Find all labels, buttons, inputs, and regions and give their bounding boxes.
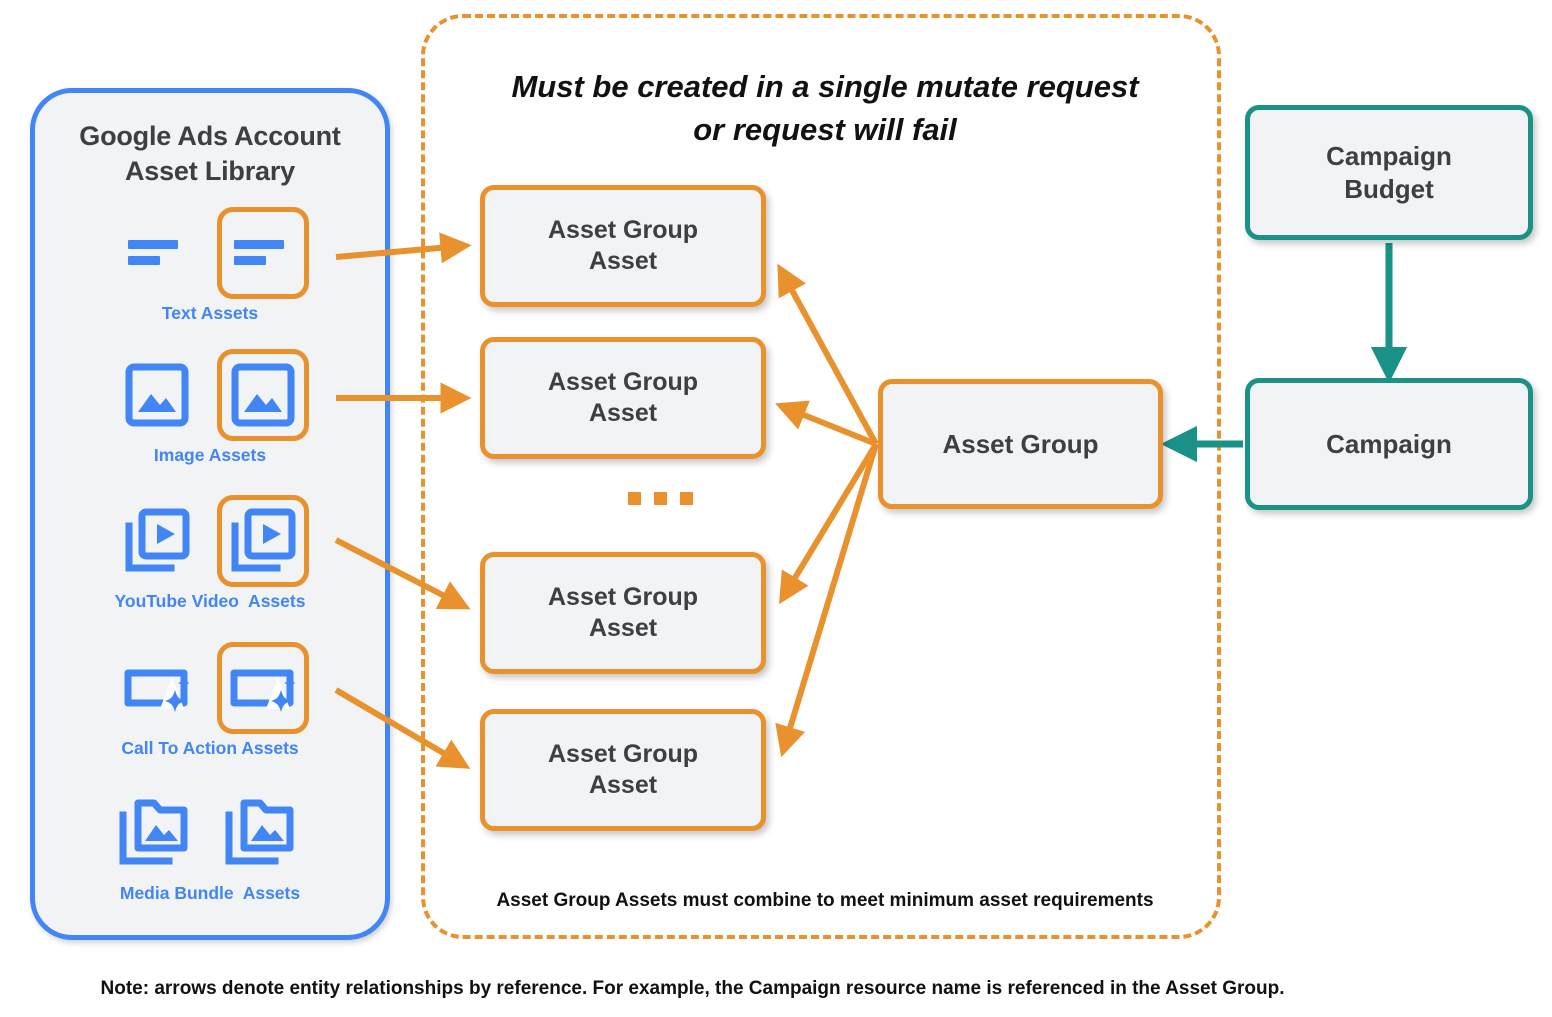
ellipsis-dot bbox=[628, 492, 641, 505]
asset-group-node[interactable]: Asset Group bbox=[878, 379, 1163, 509]
asset-row-image: Image Assets bbox=[35, 345, 385, 485]
campaign-budget-line1: Campaign bbox=[1326, 141, 1452, 171]
aga-3-line1: Asset Group bbox=[547, 582, 699, 611]
media-bundle-asset-icon[interactable] bbox=[217, 787, 309, 879]
ellipsis-dot bbox=[680, 492, 693, 505]
mutate-title-line2: or request will fail bbox=[693, 111, 957, 147]
aga-1-line2: Asset bbox=[588, 247, 658, 275]
mutate-container-footer: Asset Group Assets must combine to meet … bbox=[496, 890, 1154, 911]
asset-row-youtube-label: YouTube Video Assets bbox=[114, 591, 306, 611]
library-title-line2: Asset Library bbox=[125, 155, 295, 186]
asset-row-text-icons bbox=[35, 203, 385, 303]
aga-2-line2: Asset bbox=[588, 399, 658, 427]
text-asset-icon-plain bbox=[111, 207, 203, 299]
media-bundle-asset-icon-plain bbox=[111, 787, 203, 879]
diagram-note: Note: arrows denote entity relationships… bbox=[100, 978, 1285, 999]
youtube-video-asset-icon[interactable] bbox=[217, 495, 309, 587]
asset-row-text: Text Assets bbox=[35, 203, 385, 343]
call-to-action-asset-icon[interactable] bbox=[217, 642, 309, 734]
campaign-label: Campaign bbox=[1326, 428, 1452, 459]
asset-group-label: Asset Group bbox=[942, 428, 1099, 459]
aga-4-line2: Asset bbox=[588, 771, 658, 799]
asset-row-image-label: Image Assets bbox=[153, 445, 267, 465]
asset-library-title: Google Ads Account Asset Library bbox=[35, 119, 385, 188]
image-asset-icon-plain bbox=[111, 349, 203, 441]
asset-row-media-bundle-label: Media Bundle Assets bbox=[119, 883, 301, 903]
asset-row-youtube-icons bbox=[35, 491, 385, 591]
asset-row-media-bundle-icons bbox=[35, 783, 385, 883]
asset-row-cta: Call To Action Assets bbox=[35, 638, 385, 778]
aga-1-line1: Asset Group bbox=[547, 215, 699, 244]
image-asset-icon[interactable] bbox=[217, 349, 309, 441]
asset-row-text-label: Text Assets bbox=[161, 303, 259, 323]
aga-3-line2: Asset bbox=[588, 614, 658, 642]
asset-row-media-bundle: Media Bundle Assets bbox=[35, 783, 385, 923]
ellipsis-indicator bbox=[628, 492, 693, 505]
mutate-container-title: Must be created in a single mutate reque… bbox=[465, 66, 1185, 152]
asset-row-cta-icons bbox=[35, 638, 385, 738]
campaign-node[interactable]: Campaign bbox=[1245, 378, 1533, 510]
aga-2-line1: Asset Group bbox=[547, 367, 699, 396]
aga-4-line1: Asset Group bbox=[547, 739, 699, 768]
asset-library-panel: Google Ads Account Asset Library bbox=[30, 88, 390, 940]
campaign-budget-node[interactable]: Campaign Budget bbox=[1245, 105, 1533, 240]
asset-row-image-icons bbox=[35, 345, 385, 445]
library-title-line1: Google Ads Account bbox=[79, 121, 341, 151]
asset-row-cta-label: Call To Action Assets bbox=[121, 738, 299, 758]
asset-group-asset-node[interactable]: Asset Group Asset bbox=[480, 337, 766, 459]
text-asset-icon[interactable] bbox=[217, 207, 309, 299]
asset-group-asset-node[interactable]: Asset Group Asset bbox=[480, 709, 766, 831]
asset-group-asset-node[interactable]: Asset Group Asset bbox=[480, 552, 766, 674]
asset-group-asset-node[interactable]: Asset Group Asset bbox=[480, 185, 766, 307]
ellipsis-dot bbox=[654, 492, 667, 505]
campaign-budget-line2: Budget bbox=[1344, 173, 1434, 204]
call-to-action-asset-icon-plain bbox=[111, 642, 203, 734]
mutate-title-line1: Must be created in a single mutate reque… bbox=[511, 69, 1139, 104]
youtube-video-asset-icon-plain bbox=[111, 495, 203, 587]
asset-row-youtube: YouTube Video Assets bbox=[35, 491, 385, 631]
